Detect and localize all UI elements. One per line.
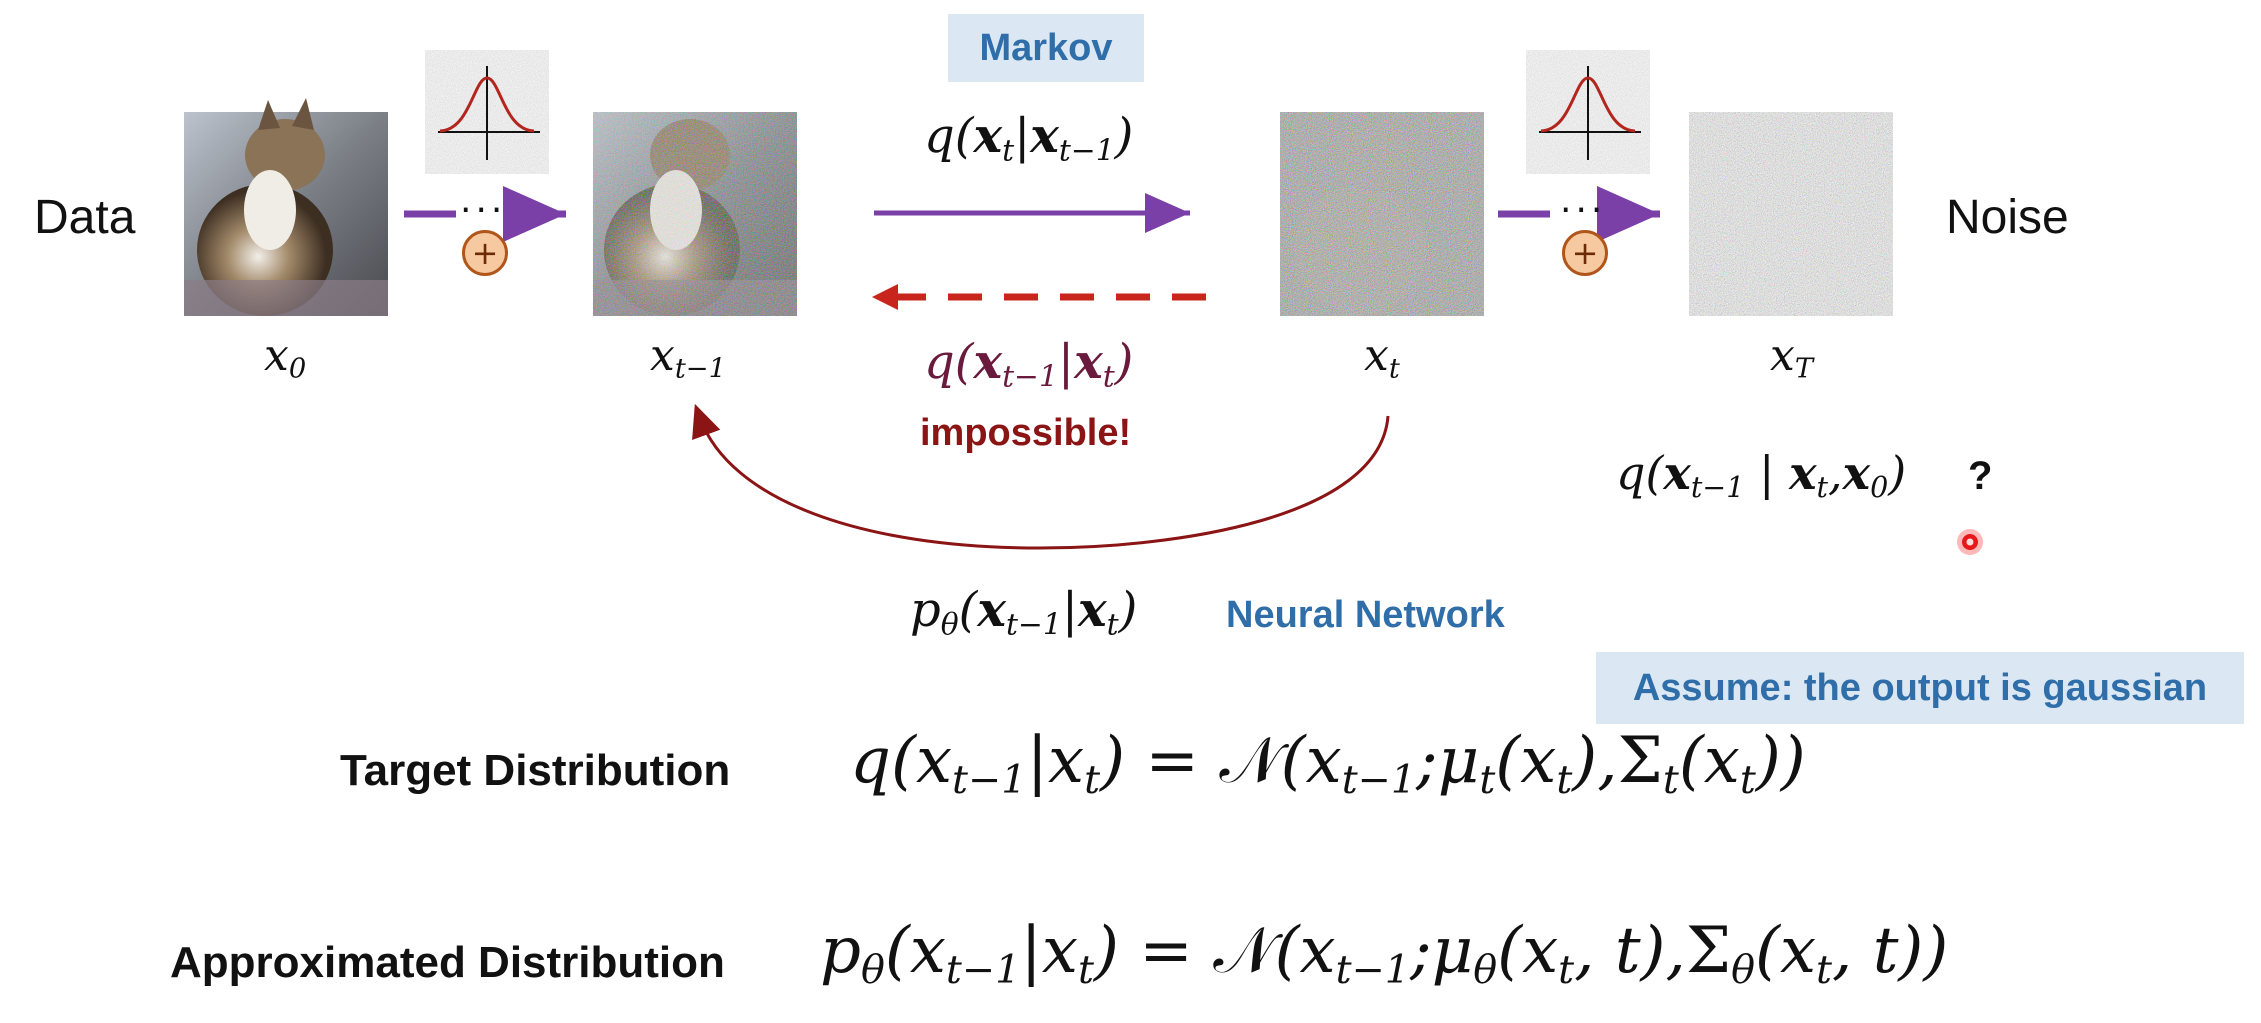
target-distribution-label: Target Distribution (340, 746, 731, 795)
reverse-arrow (872, 284, 1206, 310)
posterior-formula: q(xt−1 | xt,x0) (1616, 446, 1907, 504)
assume-gaussian-tag: Assume: the output is gaussian (1596, 652, 2244, 724)
xT-image (1689, 112, 1893, 316)
gaussian-thumb-left (425, 50, 549, 174)
xt-image (1280, 112, 1484, 316)
noise-label: Noise (1946, 191, 2069, 244)
plus-circle-icon: + (462, 230, 508, 276)
gaussian-thumb-right (1526, 50, 1650, 174)
laser-pointer-icon (1957, 529, 1983, 555)
state-label-xt-minus-1: xt−1 (650, 330, 726, 385)
target-distribution-equation: q(xt−1|xt) = 𝒩(xt−1;μt(xt),Σt(xt)) (850, 724, 1806, 804)
forward-transition-formula: q(xt|xt−1) (924, 108, 1134, 169)
state-label-xT: xT (1770, 330, 1814, 385)
neural-network-curve-arrow (692, 403, 1390, 550)
approximated-distribution-label: Approximated Distribution (170, 938, 725, 987)
x0-image (184, 98, 388, 316)
approximated-distribution-equation: pθ(xt−1|xt) = 𝒩(xt−1;μθ(xt, t),Σθ(xt, t)… (820, 914, 1949, 994)
data-label: Data (34, 191, 136, 244)
markov-tag: Markov (948, 14, 1144, 82)
reverse-transition-formula: q(xt−1|xt) (924, 334, 1134, 395)
xt-minus-1-image (593, 112, 797, 316)
ellipsis-right: ··· (1560, 190, 1607, 231)
p-theta-formula: pθ(xt−1|xt) (910, 582, 1138, 643)
impossible-label: impossible! (920, 412, 1132, 454)
state-label-x0: x0 (264, 330, 307, 385)
question-mark: ? (1968, 454, 1993, 498)
ellipsis-left: ··· (460, 190, 507, 231)
state-label-xt: xt (1364, 330, 1400, 385)
neural-network-label: Neural Network (1226, 594, 1505, 636)
plus-circle-icon: + (1562, 230, 1608, 276)
